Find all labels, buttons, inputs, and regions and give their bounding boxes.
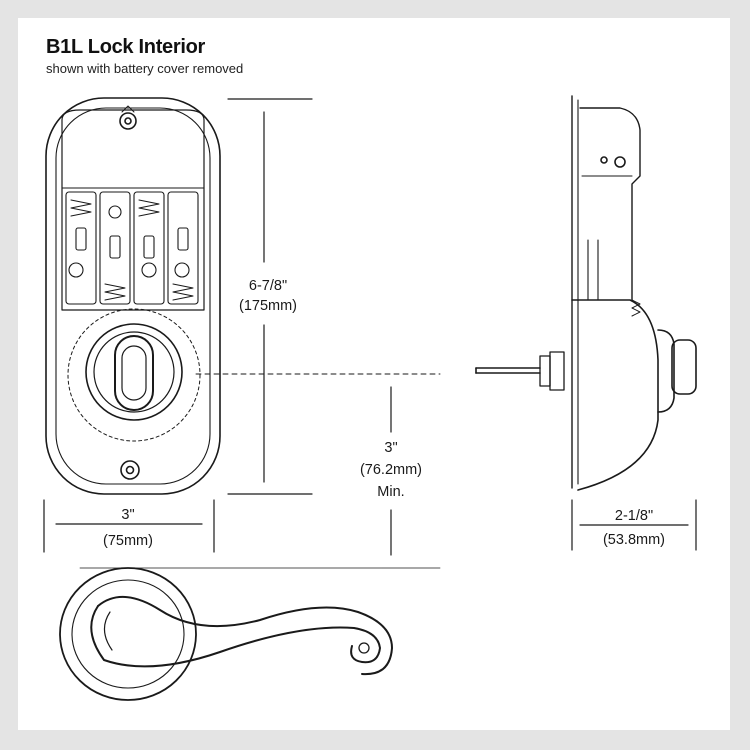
lever-rose-inner	[71, 579, 185, 689]
thumbturn-rose-outer	[85, 323, 183, 421]
battery-slot-3	[133, 191, 165, 305]
dimension-lines	[43, 98, 697, 569]
battery-spring-2	[104, 283, 126, 301]
battery-terminal-4	[174, 262, 190, 278]
side-upper-body	[579, 107, 641, 301]
lock-front-view	[45, 97, 221, 495]
diagram-subtitle: shown with battery cover removed	[46, 61, 244, 76]
lever-rose-outer	[59, 567, 197, 701]
spindle-mount	[549, 351, 565, 391]
clearance-metric-label: (76.2mm)	[360, 462, 422, 478]
top-screw-center	[124, 117, 132, 125]
side-lower-housing	[571, 299, 659, 491]
depth-metric-label: (53.8mm)	[603, 532, 665, 548]
clearance-note-label: Min.	[377, 484, 404, 500]
diagram-panel	[18, 18, 730, 730]
height-imperial-label: 6-7/8"	[249, 278, 287, 294]
battery-terminal-1	[68, 262, 84, 278]
battery-spring-4	[172, 283, 194, 301]
battery-terminal-3	[141, 262, 157, 278]
top-screw-mount	[121, 105, 135, 113]
depth-imperial-label: 2-1/8"	[615, 508, 653, 524]
diagram-title: B1L Lock Interior	[46, 36, 206, 58]
width-metric-label: (75mm)	[103, 533, 153, 549]
side-thumbturn-knob	[671, 339, 697, 395]
side-screw	[614, 156, 626, 168]
width-imperial-label: 3"	[121, 507, 134, 523]
height-metric-label: (175mm)	[239, 298, 297, 314]
side-rose	[657, 329, 675, 413]
battery-spring-1	[70, 199, 92, 217]
battery-terminal-2	[108, 205, 122, 219]
lever-arm-top	[97, 595, 393, 676]
lever-arm-outline	[90, 605, 381, 668]
battery-spring-3	[138, 199, 160, 217]
thumbturn-rose-inner	[93, 331, 175, 413]
lever-neck	[103, 611, 113, 651]
lever-handle	[59, 567, 393, 701]
thumbturn-knob-inset	[121, 345, 147, 401]
bottom-screw-center	[125, 465, 135, 475]
clearance-imperial-label: 3"	[384, 440, 397, 456]
top-screw	[119, 112, 137, 130]
lock-inner-housing	[55, 107, 211, 485]
thumbturn-clearance-circle	[67, 308, 201, 442]
battery-compartment	[61, 109, 205, 311]
battery-slot-2	[99, 191, 131, 305]
side-screw-small	[600, 156, 608, 164]
lock-outer-housing	[45, 97, 221, 495]
thumbturn-knob	[114, 335, 154, 411]
battery-slots	[65, 191, 199, 305]
battery-marker-2	[109, 235, 121, 259]
spindle-collar	[539, 355, 551, 387]
battery-marker-1	[75, 227, 87, 251]
side-hinge-spring	[631, 299, 641, 317]
dimension-labels: 6-7/8" (175mm) 3" (75mm) 3" (76.2mm) Min…	[103, 278, 665, 549]
battery-marker-3	[143, 235, 155, 259]
battery-slot-1	[65, 191, 97, 305]
bottom-screw	[120, 460, 140, 480]
lever-tip-curl	[358, 642, 370, 654]
battery-slot-4	[167, 191, 199, 305]
lock-side-view	[475, 95, 697, 491]
battery-marker-4	[177, 227, 189, 251]
